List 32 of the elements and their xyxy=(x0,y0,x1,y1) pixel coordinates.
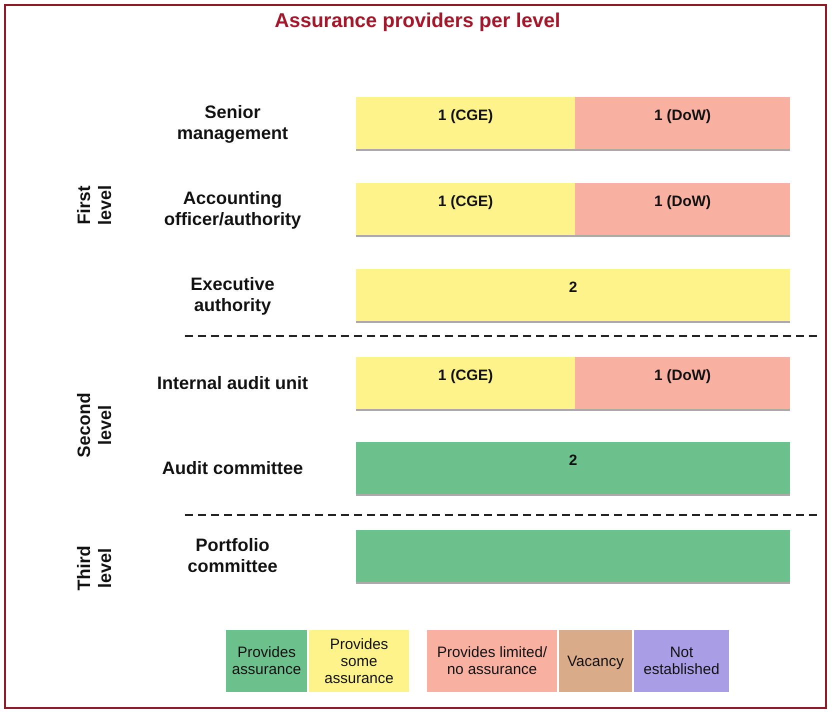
legend-label: Provides some assurance xyxy=(323,636,395,686)
row-label: Audit committee xyxy=(160,456,304,480)
bar-label: 1 (DoW) xyxy=(654,106,711,124)
bar-label: 1 (CGE) xyxy=(438,366,493,384)
bar-label: 1 (CGE) xyxy=(438,192,493,210)
bar-label: 1 (DoW) xyxy=(654,192,711,210)
level-bar xyxy=(356,269,790,321)
bar-label: 2 xyxy=(568,278,578,296)
legend-label: Provides limited/ no assurance xyxy=(436,644,548,678)
level-bar xyxy=(356,357,575,409)
level-bar xyxy=(356,530,790,582)
bar-label: 1 (CGE) xyxy=(438,106,493,124)
level-bar xyxy=(356,97,575,149)
level-bar xyxy=(575,357,790,409)
bar-label: 1 (DoW) xyxy=(654,366,711,384)
level-bar xyxy=(356,183,575,235)
row-label: Internal audit unit xyxy=(156,372,309,394)
legend-label: Vacancy xyxy=(567,652,624,670)
chart-title: Assurance providers per level xyxy=(274,10,562,33)
row-label: Portfolio committee xyxy=(186,534,279,578)
legend-label: Provides assurance xyxy=(232,644,302,678)
level-label: Third level xyxy=(74,544,116,592)
level-label: Second level xyxy=(74,392,116,460)
row-label: Accounting officer/authority xyxy=(162,187,302,231)
level-bar xyxy=(356,442,790,494)
level-label: First level xyxy=(74,184,116,228)
level-bar xyxy=(575,183,790,235)
row-label: Executive authority xyxy=(189,273,276,317)
level-bar xyxy=(575,97,790,149)
bar-label: 2 xyxy=(568,452,578,468)
row-label: Senior management xyxy=(176,101,290,145)
legend-label: Not established xyxy=(642,644,720,678)
